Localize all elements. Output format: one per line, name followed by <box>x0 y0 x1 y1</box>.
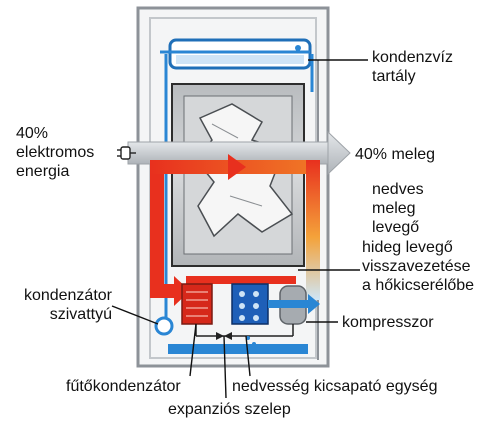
heating-condenser-label: fűtőkondenzátor <box>66 378 181 395</box>
leader-lines <box>111 59 368 399</box>
humid-air-label: nedves meleg levegő <box>372 180 424 237</box>
electric-energy-label: 40% elektromos energia <box>16 124 94 181</box>
condensate-tank-label-line2: tartály <box>372 68 416 85</box>
condensate-tank-label-line1: kondenzvíz <box>372 49 453 66</box>
plug-icon <box>117 146 136 160</box>
humid-air-label-line2: meleg <box>372 200 416 217</box>
compressor-label: kompresszor <box>342 314 434 331</box>
cold-air-label-line3: a hőkicserélőbe <box>362 277 475 294</box>
condenser-pump <box>154 316 174 336</box>
electric-energy-label-line1: 40% <box>16 125 49 142</box>
dehumidifier-label: nedvesség kicsapató egység <box>232 378 438 395</box>
condensate-tank <box>168 38 312 70</box>
condenser-pump-label-line2: szivattyú <box>49 306 112 323</box>
humid-air-label-line1: nedves <box>372 181 424 198</box>
cold-air-label-line2: visszavezetése <box>362 258 471 275</box>
cold-air-label: hideg levegő visszavezetése a hőkicserél… <box>362 238 474 295</box>
expansion-valve-label: expanziós szelep <box>168 401 291 418</box>
humid-air-label-line3: levegő <box>372 219 420 236</box>
condensate-tank-label: kondenzvíz tartály <box>372 48 453 86</box>
condenser-pump-label: kondenzátor szivattyú <box>4 286 112 324</box>
cold-air-label-line1: hideg levegő <box>362 239 453 256</box>
hot-air-circuit <box>150 154 320 306</box>
electric-energy-label-line2: elektromos <box>16 144 95 161</box>
warm-output-label: 40% meleg <box>355 146 436 163</box>
heat-exchanger <box>181 283 320 340</box>
condenser-pump-label-line1: kondenzátor <box>23 287 112 304</box>
electric-energy-label-line3: energia <box>16 163 70 180</box>
drum <box>171 83 305 267</box>
